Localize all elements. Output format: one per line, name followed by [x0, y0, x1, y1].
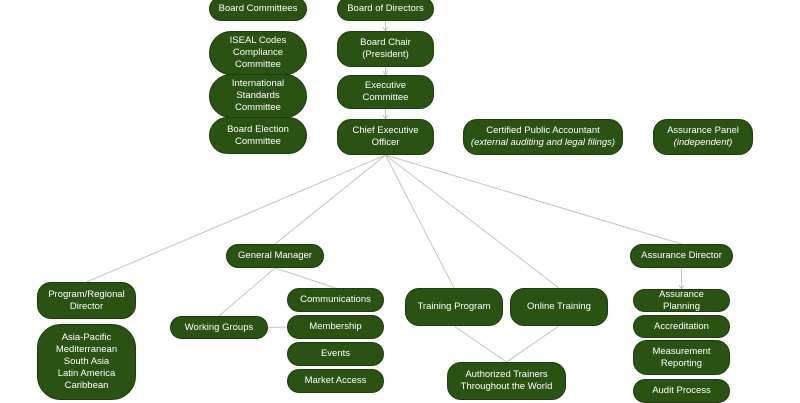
- node-label-line: Assurance Panel: [667, 125, 739, 136]
- connector-training-program-to-authorized-trainers: [453, 325, 507, 363]
- connector-general-manager-to-working-groups: [218, 267, 276, 317]
- node-label-line: Compliance: [232, 47, 284, 58]
- node-executive-committee: Executive Committee: [337, 75, 434, 109]
- node-label-line: Board Election: [227, 123, 289, 135]
- node-online-training: Online Training: [510, 288, 608, 326]
- node-assurance-panel: Assurance Panel(independent): [653, 119, 753, 155]
- node-label-line: General Manager: [238, 250, 312, 261]
- connector-general-manager-to-communications: [274, 267, 336, 289]
- connector-ceo-to-training-program: [385, 154, 455, 289]
- node-working-groups: Working Groups: [170, 316, 268, 339]
- node-label-line: Board Committees: [218, 3, 298, 14]
- node-label-line: Working Groups: [184, 321, 254, 333]
- node-board-committees: Board Committees: [209, 0, 307, 21]
- node-label-line: International: [231, 78, 285, 89]
- node-label-line: Events: [320, 348, 351, 359]
- connector-ceo-to-program-director: [86, 154, 386, 283]
- node-label-line: Committee: [235, 59, 281, 70]
- node-label-line: Measurement: [652, 345, 711, 357]
- node-label-line: Online Training: [527, 301, 591, 312]
- node-label-line: Membership: [309, 321, 362, 332]
- node-label-line: Board Chair: [360, 37, 411, 48]
- node-training-program: Training Program: [405, 288, 503, 326]
- node-label-line: Assurance Planning: [659, 288, 704, 312]
- node-label-line: Assurance Director: [641, 250, 722, 261]
- node-label-line: (President): [362, 49, 409, 60]
- node-label-line: Certified Public Accountant: [486, 125, 600, 136]
- node-note: (independent): [673, 137, 733, 148]
- node-note: (external auditing and legal filings): [470, 137, 616, 148]
- node-label-line: Audit Process: [652, 385, 711, 396]
- node-label-line: Reporting: [660, 357, 703, 369]
- node-label-line: Caribbean: [64, 380, 109, 391]
- connector-online-training-to-authorized-trainers: [506, 325, 560, 363]
- node-label-line: Training Program: [417, 301, 491, 312]
- connector-ceo-to-online-training: [385, 154, 560, 289]
- node-label-line: Communications: [300, 294, 371, 305]
- node-board-of-directors: Board of Directors: [337, 0, 434, 21]
- node-label-line: South Asia: [63, 356, 110, 367]
- node-label-line: Program/Regional: [48, 288, 125, 300]
- node-audit-process: Audit Process: [633, 379, 730, 403]
- node-label-line: Director: [69, 300, 104, 312]
- node-label-line: Accreditation: [654, 320, 709, 332]
- node-label-line: Latin America: [57, 368, 116, 379]
- node-label-line: Mediterranean: [55, 344, 118, 355]
- node-label-line: Standards Committee: [235, 90, 281, 113]
- node-label-line: Committee: [235, 135, 281, 147]
- node-label-line: Executive Committee: [362, 80, 409, 103]
- node-label-line: ISEAL Codes: [229, 35, 287, 46]
- node-assurance-planning: Assurance Planning: [633, 289, 730, 312]
- node-accreditation: Accreditation: [633, 315, 730, 338]
- connector-ceo-to-assurance-director: [385, 154, 682, 245]
- node-market-access: Market Access: [287, 369, 384, 393]
- node-label-line: Throughout the World: [460, 381, 553, 392]
- node-events: Events: [287, 342, 384, 366]
- connector-ceo-to-general-manager: [274, 154, 386, 245]
- node-assurance-director: Assurance Director: [630, 244, 733, 268]
- node-label-line: Chief Executive Officer: [352, 125, 419, 148]
- node-general-manager: General Manager: [226, 244, 324, 268]
- node-cpa: Certified Public Accountant(external aud…: [463, 119, 623, 155]
- node-label-line: Authorized Trainers: [465, 369, 548, 380]
- node-label-line: Asia-Pacific: [61, 332, 112, 343]
- node-membership: Membership: [287, 315, 384, 339]
- connector-working-groups-to-membership: [267, 326, 288, 328]
- node-label-line: Board of Directors: [347, 3, 424, 14]
- node-communications: Communications: [287, 288, 384, 312]
- node-ceo: Chief Executive Officer: [337, 119, 434, 155]
- node-board-chair: Board Chair(President): [337, 31, 434, 67]
- node-label-line: Market Access: [304, 375, 367, 386]
